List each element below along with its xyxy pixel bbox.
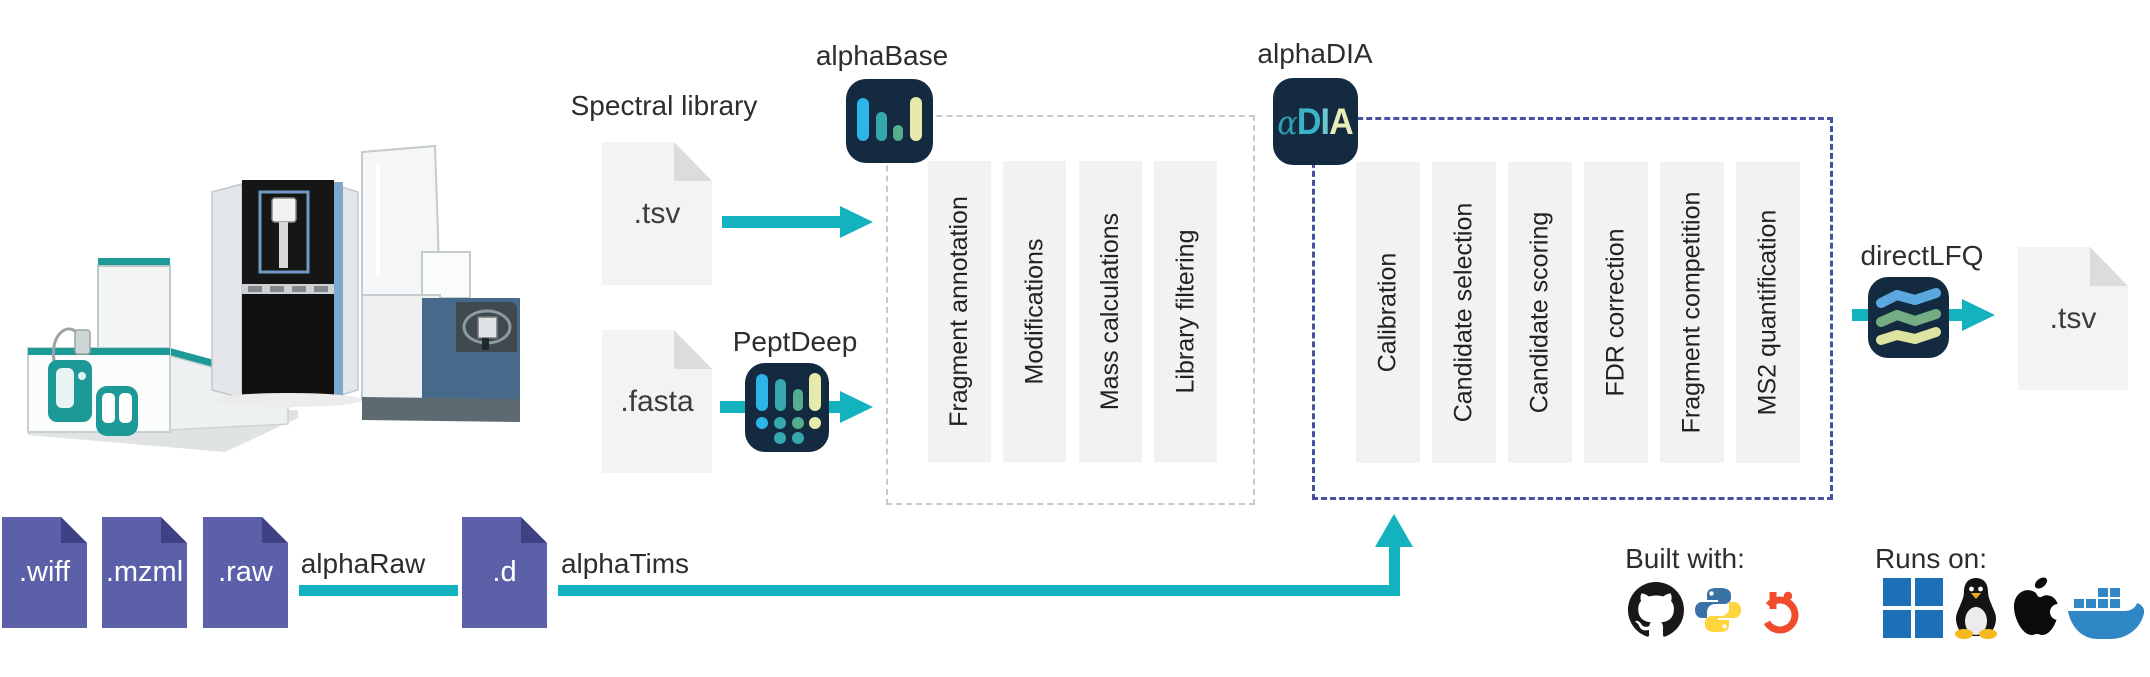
alphatims-label: alphaTims [560,548,690,579]
d-file-icon: .d [462,517,547,628]
runs-on-label: Runs on: [1874,543,1988,574]
alphadia-icon-text: αDIA [1277,100,1354,142]
tsv-output-file-icon: .tsv [2018,247,2128,390]
file-fold-corner [521,517,547,543]
directlfq-waves-icon [1876,288,1941,345]
alphatims-pipe-vertical [1389,543,1400,596]
step-label: Candidate selection [1449,202,1478,423]
fasta-to-peptdeep-arrowhead [840,391,873,423]
raw-file-icon: .raw [203,517,288,628]
file-fold-corner [674,142,712,181]
file-fold-corner [262,517,288,543]
alphadia-app-icon: αDIA [1273,78,1358,165]
step-label: Candidate scoring [1525,211,1554,414]
file-label: .wiff [18,556,71,588]
step-label: MS2 quantification [1753,209,1782,416]
step-column: MS2 quantification [1736,162,1800,463]
windows-icon [1883,578,1943,638]
file-label: .d [492,556,517,588]
spectral-library-label: Spectral library [570,90,758,121]
peptdeep-app-icon [745,363,829,452]
file-fold-corner [2090,247,2128,286]
file-label: .mzml [105,556,184,588]
step-label: Modifications [1020,238,1048,385]
to-directlfq-arrowhead [1962,299,1995,331]
pytorch-icon [1761,591,1799,634]
step-column: Fragment competition [1660,162,1724,463]
docker-icon [2068,588,2145,639]
alphadia-label: alphaDIA [1257,38,1373,69]
file-fold-corner [161,517,187,543]
step-column: FDR correction [1584,162,1648,463]
alpharaw-label: alphaRaw [300,548,426,579]
alpharaw-pipe [299,585,458,596]
file-label: .tsv [2049,301,2097,335]
alphabase-app-icon [846,79,933,163]
step-column: Candidate scoring [1508,162,1572,463]
file-label: .fasta [620,384,694,418]
step-label: Calibration [1373,252,1402,373]
alphatims-arrowhead [1375,514,1413,547]
step-column: Modifications [1003,161,1066,462]
step-column: Candidate selection [1432,162,1496,463]
instrument-timstof [361,144,520,422]
github-icon [1628,582,1684,637]
step-label: Mass calculations [1096,212,1124,411]
peptdeep-bars-icon [756,373,821,444]
instrument-lc-ms [27,258,298,452]
step-column: Mass calculations [1079,161,1142,462]
tsv-to-alphabase-arrowhead [840,206,873,238]
mzml-file-icon: .mzml [102,517,187,628]
step-column: Fragment annotation [928,161,991,462]
step-label: FDR correction [1601,228,1630,397]
python-icon [1695,588,1741,632]
mass-spectrometer-instruments-image [27,144,520,452]
directlfq-app-icon [1868,277,1949,358]
step-column: Library filtering [1154,161,1217,462]
step-label: Library filtering [1171,229,1200,394]
step-label: Fragment annotation [945,196,974,427]
alphabase-steps-box: Fragment annotation Modifications Mass c… [886,115,1255,505]
alphatims-pipe [558,585,1400,596]
fasta-input-file-icon: .fasta [602,330,712,473]
tsv-input-file-icon: .tsv [602,142,712,285]
alphabase-label: alphaBase [815,40,949,71]
instrument-orbitrap [211,180,363,407]
file-fold-corner [61,517,87,543]
alphabase-bars-icon [857,97,922,141]
alphadia-steps-box: Calibration Candidate selection Candidat… [1312,117,1833,500]
step-column: Calibration [1356,162,1420,463]
apple-icon [2013,577,2062,635]
tsv-to-alphabase-arrow [722,216,842,228]
step-label: Fragment competition [1677,191,1706,434]
wiff-file-icon: .wiff [2,517,87,628]
peptdeep-label: PeptDeep [732,326,858,357]
directlfq-label: directLFQ [1860,240,1984,271]
file-label: .raw [218,556,273,588]
built-with-label: Built with: [1625,543,1745,574]
file-label: .tsv [633,196,681,230]
file-fold-corner [674,330,712,369]
linux-tux-icon [1955,578,1997,639]
